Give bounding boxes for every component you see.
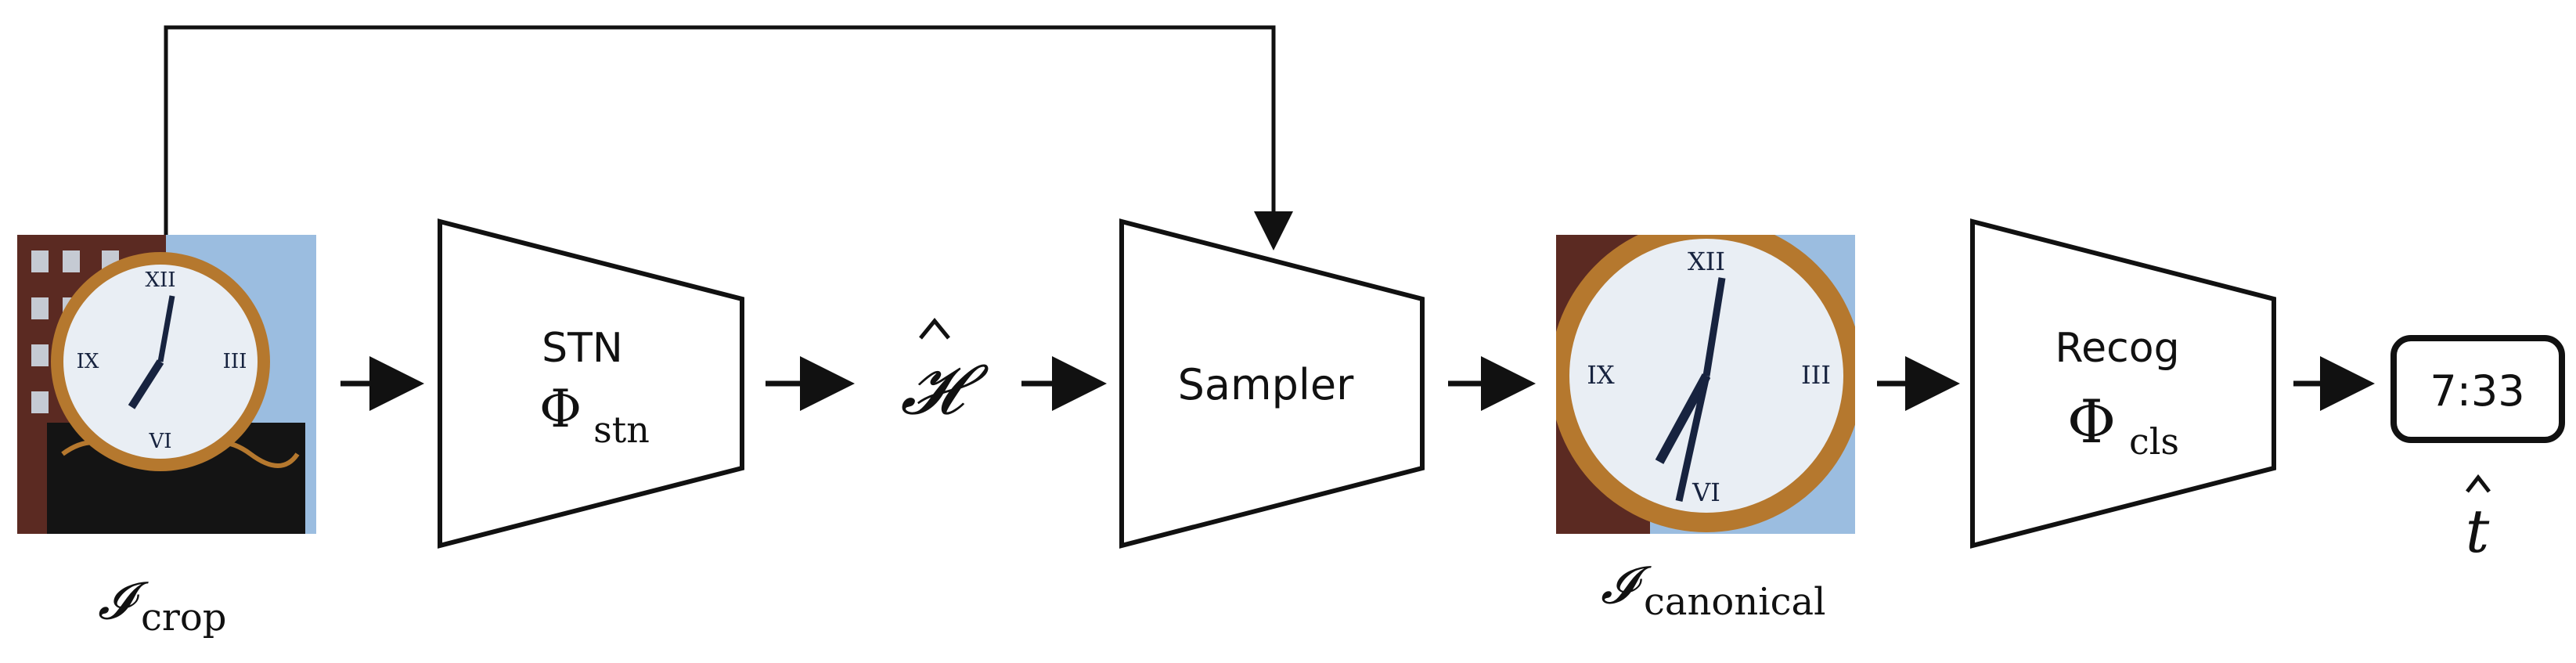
recog-subscript: cls bbox=[2129, 420, 2179, 463]
stn-block bbox=[438, 218, 744, 549]
input-image-subscript: crop bbox=[141, 596, 226, 640]
svg-text:IX: IX bbox=[77, 350, 99, 373]
homography-label: 𝓗 bbox=[900, 349, 989, 430]
sampler-title: Sampler bbox=[1178, 360, 1354, 409]
skip-connection-arrow bbox=[164, 25, 1293, 250]
canonical-image-subscript: canonical bbox=[1644, 580, 1825, 624]
svg-text:IX: IX bbox=[1587, 360, 1615, 390]
output-label: t bbox=[2466, 496, 2490, 566]
svg-text:VI: VI bbox=[148, 430, 171, 453]
svg-text:VI: VI bbox=[1692, 477, 1720, 507]
svg-text:III: III bbox=[1801, 360, 1831, 390]
homography-hat bbox=[919, 318, 950, 340]
recog-symbol: Φ bbox=[2067, 387, 2116, 456]
output-value: 7:33 bbox=[2430, 366, 2524, 416]
sampler-block bbox=[1119, 218, 1425, 549]
svg-text:XII: XII bbox=[1688, 247, 1725, 276]
output-hat bbox=[2466, 474, 2491, 493]
clock-photo-crop: XII III VI IX bbox=[17, 235, 316, 534]
stn-subscript: stn bbox=[593, 409, 650, 451]
recog-title: Recog bbox=[2055, 325, 2179, 372]
stn-title: STN bbox=[542, 325, 623, 372]
stn-symbol: Φ bbox=[539, 379, 582, 439]
output-box bbox=[2390, 335, 2565, 443]
svg-text:III: III bbox=[223, 350, 247, 373]
svg-text:XII: XII bbox=[145, 268, 175, 292]
recog-block bbox=[1970, 218, 2276, 549]
clock-photo-canonical: XII III VI IX bbox=[1556, 235, 1855, 534]
